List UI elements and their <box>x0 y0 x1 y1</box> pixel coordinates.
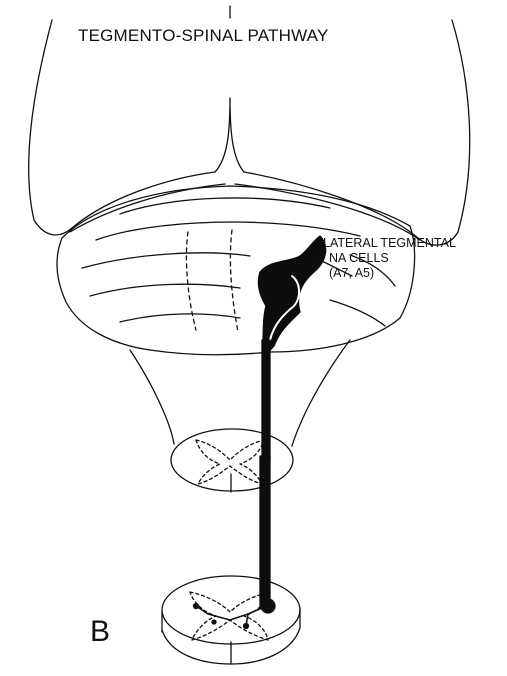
brainstem-right-edge <box>292 340 350 446</box>
figure-title: TEGMENTO-SPINAL PATHWAY <box>78 26 329 46</box>
cerebellum-folia-5 <box>120 314 240 322</box>
cerebellum-folia-7 <box>330 300 385 326</box>
terminal-dot-2 <box>244 624 249 629</box>
terminal-dot-3 <box>212 620 216 624</box>
upper-cord-section <box>171 429 293 491</box>
hemisphere-inner-curve-right <box>235 184 420 240</box>
cerebellum-folia-1 <box>120 198 330 214</box>
panel-letter: B <box>90 615 110 649</box>
terminal-branches <box>196 606 262 626</box>
lower-cord-grey-matter <box>190 592 270 640</box>
terminal-dot-1 <box>194 604 199 609</box>
annotation-line-2: NA CELLS <box>323 251 456 266</box>
hemisphere-inner-curve-left <box>70 184 225 232</box>
descending-tract <box>262 340 270 458</box>
annotation-line-3: (A7, A5) <box>323 266 456 281</box>
na-cells-annotation: LATERAL TEGMENTAL NA CELLS (A7, A5) <box>323 236 456 281</box>
upper-cord-grey-matter <box>196 440 264 484</box>
cerebellum-folia-3 <box>82 253 250 268</box>
terminal-field <box>261 599 275 613</box>
descending-tract-lower <box>260 456 270 608</box>
brainstem-left-edge <box>130 350 174 444</box>
lower-cord-section-top <box>162 576 300 644</box>
annotation-line-1: LATERAL TEGMENTAL <box>323 236 456 251</box>
left-hemisphere-outline <box>29 20 215 235</box>
hemisphere-midline <box>215 98 244 172</box>
cerebellum-folia-4 <box>90 284 240 296</box>
